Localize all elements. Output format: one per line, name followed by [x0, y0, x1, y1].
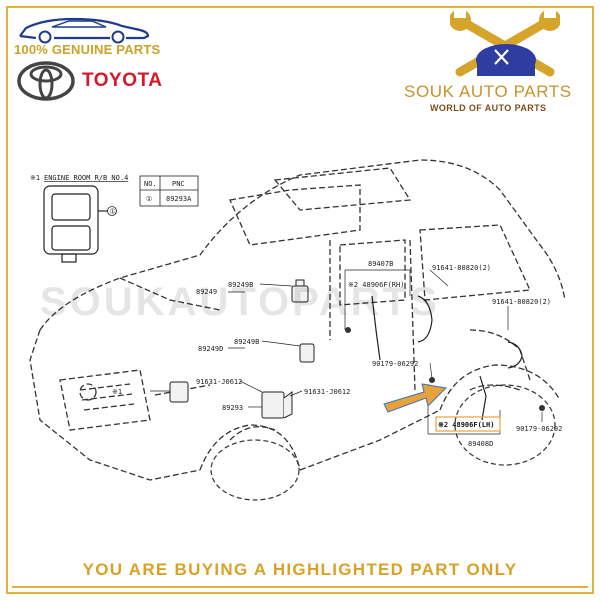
- table-row-no: ①: [146, 195, 152, 203]
- table-row-pnc: 89293A: [166, 195, 192, 203]
- relay-mark1-module: [169, 381, 189, 403]
- bolt-mid: [429, 377, 435, 383]
- label-90179-right: 90179-06292: [516, 425, 562, 433]
- label-89407b: 89407B: [368, 260, 393, 268]
- souk-watermark: SOUKAUTOPARTS: [40, 280, 440, 324]
- harness-89408d: [479, 341, 523, 421]
- seller-name: SOUK AUTO PARTS: [404, 82, 572, 101]
- bolt-right: [539, 405, 545, 411]
- harness-89407b: [371, 295, 433, 361]
- sensor-89249b-top: [291, 279, 309, 303]
- car-outline-icon: [19, 17, 150, 44]
- bottom-rule: [12, 586, 588, 588]
- label-89249b-mid: 89249B: [234, 338, 259, 346]
- label-89408d: 89408D: [468, 440, 493, 448]
- label-48906f-rh: ※2 48906F(RH): [348, 281, 404, 289]
- rear-wheel: [454, 384, 556, 466]
- label-89249b-top: 89249B: [228, 281, 253, 289]
- relay-block-drawing: [43, 185, 108, 263]
- bolt-left: [345, 327, 351, 333]
- pnc-table: [139, 175, 199, 207]
- inset-callout: ①: [110, 208, 116, 216]
- front-wheel: [210, 439, 300, 501]
- vehicle-outline: [29, 159, 566, 481]
- label-91631-right: 91631-J0612: [304, 388, 350, 396]
- relay-89293-module: [261, 391, 293, 419]
- label-48906f-lh: ※2 48906F(LH): [438, 421, 494, 429]
- label-89249: 89249: [196, 288, 217, 296]
- table-head-pnc: PNC: [172, 180, 185, 188]
- inset-mark: ※1: [30, 174, 40, 182]
- label-91631-left: 91631-J0612: [196, 378, 242, 386]
- genuine-parts-text: 100% GENUINE PARTS: [14, 42, 161, 57]
- wrench-crossed-logo-icon: [450, 10, 560, 77]
- label-89249d: 89249D: [198, 345, 223, 353]
- toyota-brand-name: TOYOTA: [82, 70, 163, 91]
- seller-tagline: WORLD OF AUTO PARTS: [430, 103, 547, 113]
- table-head-no: NO.: [144, 180, 157, 188]
- label-91641-top: 91641-80820(2): [432, 264, 491, 272]
- page-frame: [6, 6, 594, 594]
- inset-title: ENGINE ROOM R/B NO.4: [44, 174, 128, 182]
- parts-diagram: ※1 ENGINE ROOM R/B NO.4 ① NO. PNC ① 8929…: [29, 159, 566, 501]
- sensor-89249b-mid: [299, 343, 315, 363]
- label-91641-right: 91641-80820(2): [492, 298, 551, 306]
- highlight-disclaimer-banner: YOU ARE BUYING A HIGHLIGHTED PART ONLY: [82, 560, 518, 579]
- label-90179-mid: 90179-06292: [372, 360, 418, 368]
- toyota-emblem-icon: [17, 61, 75, 101]
- highlight-arrow-icon: [383, 383, 448, 413]
- highlighted-part-marker: ※2 48906F(LH): [435, 416, 501, 432]
- label-89293: 89293: [222, 404, 243, 412]
- label-mark1: ※1: [112, 388, 122, 396]
